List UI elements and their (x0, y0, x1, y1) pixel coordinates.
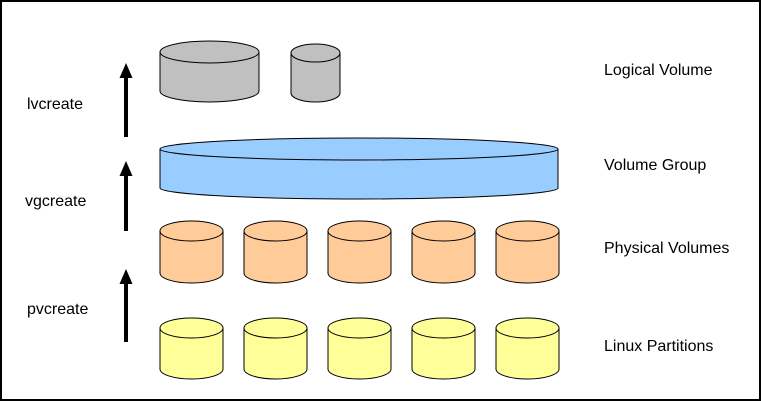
command-label-pvcreate: pvcreate (27, 301, 89, 318)
cylinder (290, 43, 341, 103)
up-arrow-pvcreate (119, 269, 133, 342)
up-arrow-vgcreate (119, 161, 133, 231)
level-label-logical-volume: Logical Volume (604, 62, 713, 79)
cylinder (495, 220, 560, 284)
cylinder (495, 317, 560, 380)
level-label-linux-partitions: Linux Partitions (604, 338, 714, 355)
cylinder (411, 220, 476, 284)
level-label-volume-group: Volume Group (604, 157, 707, 174)
cylinder (327, 220, 392, 284)
cylinder (243, 317, 308, 380)
cylinder (159, 137, 559, 200)
cylinder (243, 220, 308, 284)
cylinder (159, 317, 224, 380)
cylinder (411, 317, 476, 380)
cylinder (159, 220, 224, 284)
command-label-vgcreate: vgcreate (25, 193, 87, 210)
command-label-lvcreate: lvcreate (27, 96, 84, 113)
cylinder (159, 40, 260, 103)
up-arrow-lvcreate (119, 63, 133, 137)
cylinder (327, 317, 392, 380)
level-label-physical-volumes: Physical Volumes (604, 240, 730, 257)
